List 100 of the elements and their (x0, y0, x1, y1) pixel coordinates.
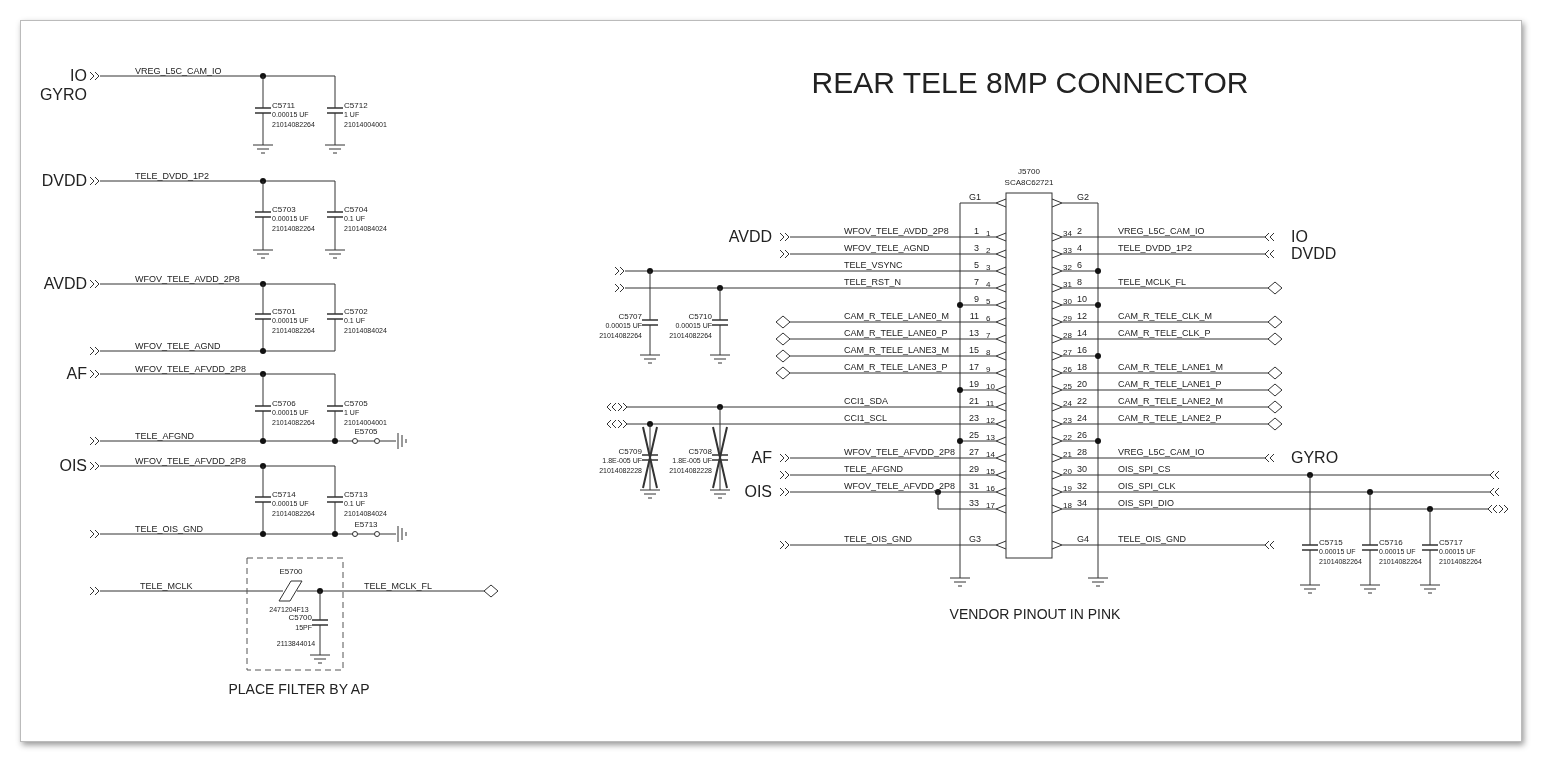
pin-label: G2 (1077, 192, 1089, 202)
pin-number: 15 (986, 468, 995, 476)
pin-number: 14 (1077, 328, 1087, 338)
component-ref: C5709 (618, 448, 642, 456)
component-ref: C5701 (272, 308, 296, 316)
pin-number: 4 (986, 281, 991, 289)
net-name: VREG_L5C_CAM_IO (1118, 447, 1205, 457)
net-name: WFOV_TELE_AVDD_2P8 (135, 274, 240, 284)
component-ref: C5710 (688, 313, 712, 321)
pin-number: 5 (974, 260, 979, 270)
pin-label: G3 (969, 534, 981, 544)
pin-number: 18 (1077, 362, 1087, 372)
component-ref: C5707 (618, 313, 642, 321)
net-name: TELE_OIS_GND (135, 524, 204, 534)
net-name: WFOV_TELE_AFVDD_2P8 (844, 481, 956, 491)
pin-number: 3 (986, 264, 991, 272)
pin-number: 25 (1063, 383, 1072, 391)
signal-label: GYRO (39, 87, 87, 103)
net-name: TELE_VSYNC (844, 260, 903, 270)
net-name: OIS_SPI_DIO (1118, 498, 1175, 508)
pin-number: 26 (1063, 366, 1072, 374)
component-ref: E5700 (279, 568, 303, 576)
pin-number: 30 (1063, 298, 1072, 306)
net-name: CCI1_SDA (844, 396, 888, 406)
pin-number: 18 (1063, 502, 1072, 510)
pin-number: 7 (986, 332, 991, 340)
net-name: CAM_R_TELE_LANE3_M (844, 345, 950, 355)
pin-number: 27 (1063, 349, 1072, 357)
component-ref: C5717 (1439, 539, 1463, 547)
pin-number: 20 (1063, 468, 1072, 476)
pin-number: 32 (1077, 481, 1087, 491)
component-ref: C5712 (344, 102, 368, 110)
component-ref: E5705 (354, 428, 378, 436)
pin-number: 11 (986, 400, 995, 408)
net-name: TELE_OIS_GND (844, 534, 913, 544)
pin-number: 29 (969, 464, 979, 474)
pin-number: 28 (1063, 332, 1072, 340)
net-name: CAM_R_TELE_LANE3_P (844, 362, 948, 372)
signal-label: IO (1291, 229, 1308, 245)
signal-label: DVDD (41, 173, 87, 189)
pin-number: 26 (1077, 430, 1087, 440)
net-name: TELE_DVDD_1P2 (135, 171, 210, 181)
pin-number: 19 (969, 379, 979, 389)
pin-number: 10 (1077, 294, 1087, 304)
pin-number: 33 (969, 498, 979, 508)
net-name: CAM_R_TELE_LANE2_P (1118, 413, 1222, 423)
component-ref: C5703 (272, 206, 296, 214)
net-name: OIS_SPI_CLK (1118, 481, 1176, 491)
signal-label: IO (70, 68, 87, 84)
pin-number: 27 (969, 447, 979, 457)
net-name: CAM_R_TELE_CLK_P (1118, 328, 1211, 338)
signal-label: AVDD (728, 229, 772, 245)
component-ref: E5713 (354, 521, 378, 529)
pin-number: 17 (986, 502, 995, 510)
pin-number: 10 (986, 383, 995, 391)
pin-number: 13 (969, 328, 979, 338)
pin-number: 6 (986, 315, 991, 323)
net-name: WFOV_TELE_AFVDD_2P8 (135, 364, 247, 374)
component-ref: C5708 (688, 448, 712, 456)
pin-number: 24 (1063, 400, 1072, 408)
component-ref: C5702 (344, 308, 368, 316)
pin-number: 16 (986, 485, 995, 493)
net-name: CAM_R_TELE_CLK_M (1118, 311, 1213, 321)
pin-number: 4 (1077, 243, 1082, 253)
component-ref: C5700 (288, 614, 312, 622)
net-name: CAM_R_TELE_LANE0_P (844, 328, 948, 338)
pin-number: 23 (969, 413, 979, 423)
component-ref: C5705 (344, 400, 368, 408)
net-name: CAM_R_TELE_LANE1_M (1118, 362, 1224, 372)
net-name: TELE_MCLK (140, 581, 193, 591)
net-name: TELE_AFGND (135, 431, 194, 441)
pin-number: 22 (1077, 396, 1087, 406)
pin-number: 17 (969, 362, 979, 372)
part-number: SCA8C62721 (1004, 179, 1054, 187)
net-name: TELE_DVDD_1P2 (1118, 243, 1193, 253)
pin-number: 1 (986, 230, 991, 238)
signal-label: OIS (59, 458, 87, 474)
signal-label: GYRO (1291, 450, 1339, 466)
pin-number: 15 (969, 345, 979, 355)
signal-label: AF (66, 366, 87, 382)
pin-number: 5 (986, 298, 991, 306)
net-name: VREG_L5C_CAM_IO (135, 66, 222, 76)
net-name: TELE_RST_N (844, 277, 902, 287)
pin-number: 14 (986, 451, 995, 459)
net-name: WFOV_TELE_AVDD_2P8 (844, 226, 949, 236)
pin-number: 12 (1077, 311, 1087, 321)
pin-number: 11 (969, 311, 979, 321)
pin-number: 30 (1077, 464, 1087, 474)
net-name: WFOV_TELE_AFVDD_2P8 (135, 456, 247, 466)
net-name: TELE_OIS_GND (1118, 534, 1187, 544)
net-name: WFOV_TELE_AFVDD_2P8 (844, 447, 956, 457)
pin-number: 31 (969, 481, 979, 491)
pin-number: 24 (1077, 413, 1087, 423)
net-name: TELE_MCLK_FL (1118, 277, 1187, 287)
component-ref: J5700 (1018, 168, 1040, 176)
net-name: CAM_R_TELE_LANE2_M (1118, 396, 1224, 406)
pin-number: 22 (1063, 434, 1072, 442)
pin-number: 3 (974, 243, 979, 253)
net-name: VREG_L5C_CAM_IO (1118, 226, 1205, 236)
component-ref: C5706 (272, 400, 296, 408)
